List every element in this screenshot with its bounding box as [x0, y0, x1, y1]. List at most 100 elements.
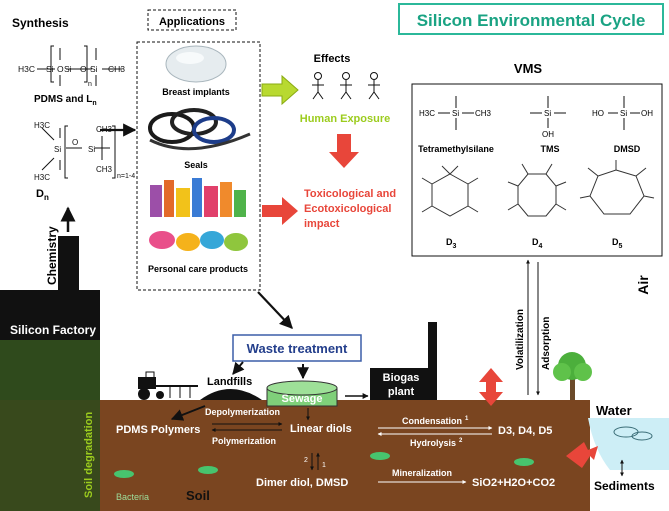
svg-text:Si: Si [88, 145, 95, 154]
step-2-label: 2 [304, 457, 308, 464]
sewage-tank: Sewage [266, 380, 338, 407]
volatilization-label: Volatilization [515, 309, 526, 370]
svg-text:H3C: H3C [34, 121, 50, 130]
vms-heading: VMS [514, 61, 543, 76]
waste-treatment-box [232, 334, 362, 362]
svg-text:H3C: H3C [419, 109, 435, 118]
svg-text:Si: Si [64, 64, 72, 74]
air-label: Air [635, 275, 651, 295]
svg-text:impact: impact [304, 218, 340, 230]
mineralization-label: Mineralization [392, 468, 452, 478]
svg-text:Si: Si [46, 64, 54, 74]
cyclic-structure: H3C Si O Si CH3 CH3 H3C n=1-4 [34, 121, 135, 182]
svg-text:Ecotoxicological: Ecotoxicological [304, 203, 391, 215]
svg-text:Si: Si [54, 145, 61, 154]
svg-text:O: O [72, 138, 78, 147]
sediments-label: Sediments [594, 479, 655, 493]
svg-text:H3C: H3C [18, 64, 35, 74]
breast-implant-image [165, 45, 227, 83]
seals-image [148, 108, 251, 151]
human-exposure-label: Human Exposure [300, 113, 390, 125]
factory-label: Silicon Factory [10, 323, 96, 337]
sewage-label: Sewage [282, 393, 323, 405]
landfill-to-pdms-arrow [170, 405, 206, 421]
landfill-mound [200, 389, 262, 400]
svg-text:CH3: CH3 [96, 165, 113, 174]
fish-icon [613, 426, 653, 441]
svg-text:n: n [88, 81, 92, 88]
diagram-title: Silicon Environmental Cycle [417, 11, 646, 30]
bacteria-label: Bacteria [116, 492, 149, 502]
svg-text:Si: Si [452, 109, 459, 118]
bacteria-icon [114, 452, 534, 478]
impact-arrow [262, 197, 298, 225]
svg-text:CH3: CH3 [475, 109, 492, 118]
svg-text:Si: Si [90, 64, 98, 74]
svg-text:plant: plant [388, 386, 415, 398]
silicon-factory: Silicon Factory [0, 236, 100, 342]
tms-structure: Si OH [530, 96, 566, 139]
applications-heading: Applications [159, 16, 225, 28]
svg-text:n=1-4: n=1-4 [117, 173, 135, 180]
svg-text:Biogas: Biogas [383, 372, 420, 384]
personal-care-image [149, 178, 248, 251]
applications-to-waste-arrow [257, 291, 293, 329]
pdms-label: PDMS and Ln [34, 94, 97, 107]
svg-text:Toxicological and: Toxicological and [304, 188, 396, 200]
soil-air-exchange-arrow [479, 368, 503, 406]
polymerization-label: Polymerization [212, 436, 276, 446]
synthesis-heading: Synthesis [12, 16, 69, 30]
toxic-impact-label: Toxicological and Ecotoxicological impac… [304, 188, 396, 230]
svg-text:Si: Si [620, 109, 627, 118]
application-item: Breast implants [162, 87, 230, 97]
tree-icon [553, 352, 592, 400]
chemistry-label: Chemistry [45, 226, 59, 285]
depolymerization-label: Depolymerization [205, 407, 280, 417]
soil-water-exchange-arrow [566, 442, 598, 468]
svg-text:OH: OH [641, 109, 653, 118]
tractor-icon [138, 371, 198, 400]
vms-cyclic: D3 [446, 237, 457, 250]
applications-box: Applications [136, 9, 261, 291]
mineralization-products: SiO2+H2O+CO2 [472, 477, 555, 489]
dmsd-structure: Si HO OH [592, 96, 653, 130]
svg-text:O: O [57, 64, 64, 74]
water-body [588, 418, 669, 470]
vms-compound: DMSD [614, 144, 641, 154]
soil-layer [100, 400, 590, 511]
people-icon [312, 72, 380, 100]
step-1-label: 1 [322, 462, 326, 469]
pdms-polymers-label: PDMS Polymers [116, 424, 200, 436]
dimer-diol-label: Dimer diol, DMSD [256, 477, 348, 489]
effects-heading: Effects [314, 53, 351, 65]
waste-treatment-label: Waste treatment [247, 341, 348, 356]
d5-ring [579, 160, 655, 215]
linear-diols-label: Linear diols [290, 423, 352, 435]
title-box: Silicon Environmental Cycle [398, 3, 664, 35]
d4-ring [507, 163, 567, 217]
tetramethylsilane-structure: Si H3C CH3 [419, 96, 492, 130]
down-arrow-red [329, 134, 359, 168]
vms-cyclic: D5 [612, 237, 623, 250]
water-label: Water [596, 403, 632, 418]
exposure-arrow [261, 74, 299, 106]
factory-ground [0, 340, 100, 511]
waste-to-landfill-arrow [232, 361, 245, 375]
application-item: Personal care products [148, 264, 248, 274]
landfills-label: Landfills [207, 376, 252, 388]
svg-text:Si: Si [544, 109, 551, 118]
adsorption-label: Adsorption [541, 317, 552, 370]
pdms-structure: H3C Si O Si O Si CH3 n [18, 45, 125, 88]
vms-cyclic: D4 [532, 237, 543, 250]
svg-text:HO: HO [592, 109, 604, 118]
application-item: Seals [184, 160, 208, 170]
svg-text:O: O [80, 64, 87, 74]
d3-ring [421, 165, 479, 217]
d-products-label: D3, D4, D5 [498, 425, 552, 437]
svg-text:OH: OH [542, 130, 554, 139]
biogas-plant: Biogas plant [370, 322, 437, 400]
soil-label: Soil [186, 488, 210, 503]
svg-text:CH3: CH3 [108, 64, 125, 74]
